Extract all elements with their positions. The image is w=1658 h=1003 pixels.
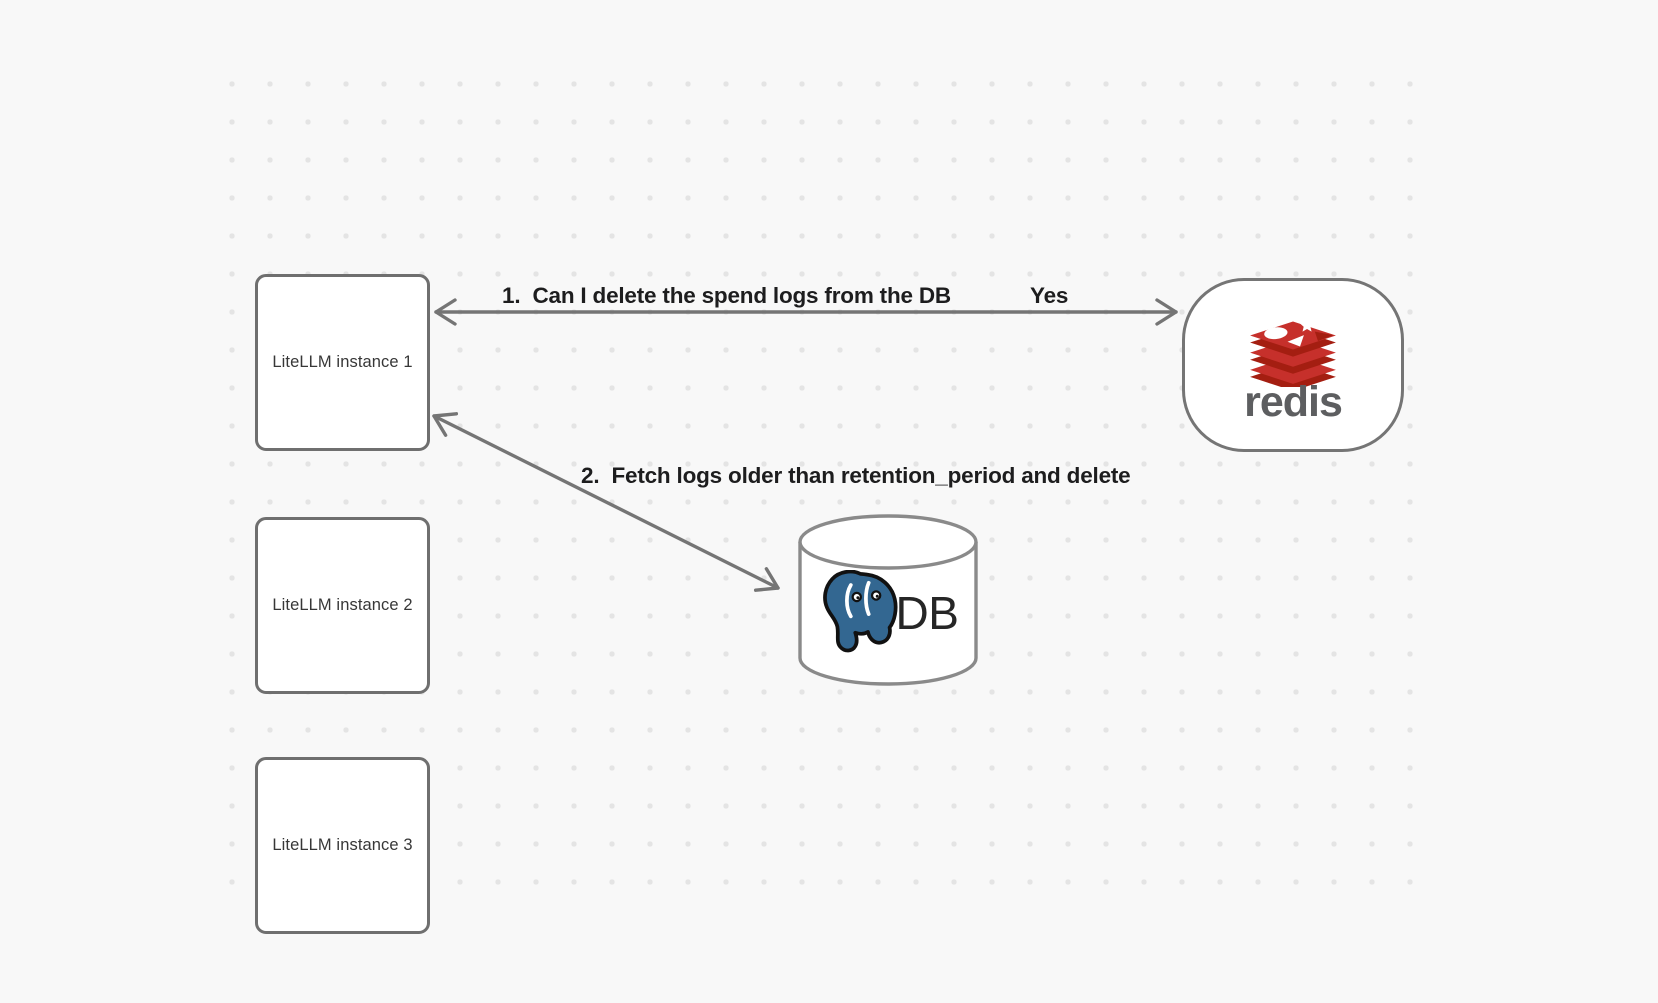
litellm-instance-2-label: LiteLLM instance 2 xyxy=(272,596,413,614)
edge1-response-label: Yes xyxy=(1030,283,1069,308)
postgresql-elephant-icon xyxy=(822,570,898,653)
litellm-instance-1-node[interactable]: LiteLLM instance 1 xyxy=(255,274,430,451)
edge1-label: 1. Can I delete the spend logs from the … xyxy=(502,283,951,308)
litellm-instance-2-node[interactable]: LiteLLM instance 2 xyxy=(255,517,430,694)
redis-logo-icon xyxy=(1250,318,1336,387)
litellm-instance-3-node[interactable]: LiteLLM instance 3 xyxy=(255,757,430,934)
edge2-label: 2. Fetch logs older than retention_perio… xyxy=(581,463,1131,488)
litellm-instance-1-label: LiteLLM instance 1 xyxy=(272,353,413,371)
litellm-instance-3-label: LiteLLM instance 3 xyxy=(272,836,413,854)
redis-node[interactable]: redis xyxy=(1182,278,1404,452)
db-cylinder-node[interactable]: DB xyxy=(796,512,980,692)
db-label: DB xyxy=(895,587,959,639)
redis-wordmark: redis xyxy=(1244,377,1343,426)
